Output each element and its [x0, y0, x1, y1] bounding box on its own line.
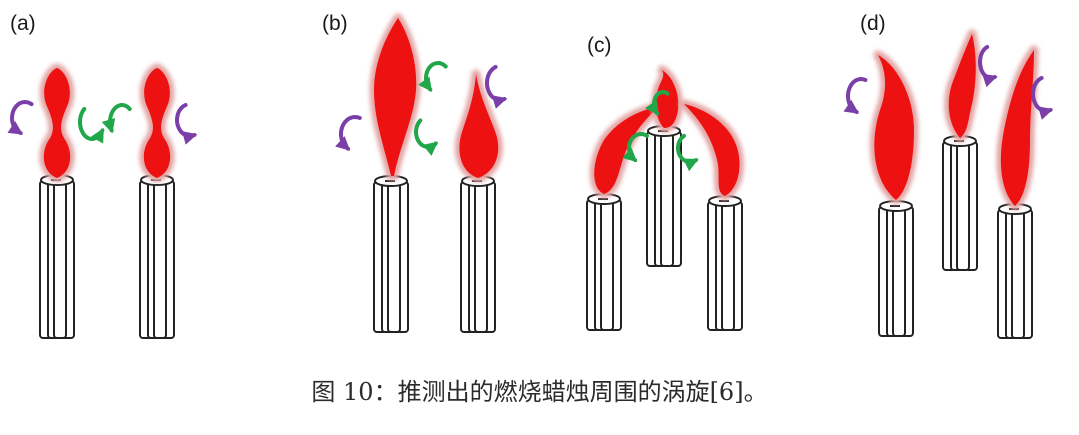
vortex-b-inner-upper	[418, 60, 448, 92]
vortex-c-inner-left	[622, 131, 649, 163]
flame-d-right	[996, 45, 1039, 211]
vortex-d-outer-left	[843, 76, 868, 114]
panel-label-b: (b)	[322, 12, 348, 35]
vortex-arrowhead	[982, 73, 998, 88]
vortex-c-inner-right	[675, 133, 699, 172]
candle-c-left	[586, 193, 622, 331]
flame-core	[143, 68, 171, 178]
flames-layer	[39, 13, 1039, 211]
candle-tube	[892, 208, 906, 337]
flame-core	[948, 34, 976, 138]
candle-d-center	[942, 135, 978, 271]
flame-core	[594, 106, 660, 194]
candle-b-right	[460, 175, 496, 333]
vortex-arrowhead	[422, 141, 439, 156]
vortex-diagram: (a) (b) (c) (d)	[7, 12, 1054, 339]
candle-tube	[600, 201, 614, 331]
flame-core	[43, 68, 71, 178]
candle-b-left	[373, 175, 409, 333]
candle-tube	[721, 203, 735, 331]
panel-label-a: (a)	[10, 12, 36, 35]
flame-core	[874, 55, 914, 200]
candle-tube	[53, 182, 67, 339]
vortex-arrowhead	[7, 121, 24, 135]
vortex-arc	[485, 65, 507, 103]
vortex-a-outer-right	[175, 103, 198, 145]
flame-a-left	[39, 63, 75, 183]
vortex-b-inner-lower	[414, 118, 439, 156]
flame-core	[459, 74, 499, 178]
vortex-b-outer-right	[485, 65, 508, 109]
vortex-arrowhead	[843, 99, 860, 114]
vortex-d-outer-center	[978, 45, 998, 88]
vortex-c-inner-top	[645, 89, 670, 116]
flame-d-left	[869, 50, 919, 205]
candle-c-right	[707, 195, 743, 331]
vortex-arrowhead	[101, 117, 116, 134]
candle-a-left	[39, 174, 75, 339]
candle-tube	[387, 183, 401, 333]
flame-a-right	[139, 63, 175, 183]
flame-b-left	[369, 13, 421, 181]
candles-layer	[39, 125, 1033, 339]
candle-tube	[474, 183, 488, 333]
vortex-arrowhead	[645, 100, 659, 116]
candle-tube	[1011, 211, 1025, 339]
flame-c-center	[651, 65, 683, 133]
vortex-a-outer-left	[7, 99, 34, 135]
flame-core	[684, 104, 740, 196]
flame-core	[655, 70, 679, 128]
vortex-arrowhead	[90, 127, 104, 144]
candle-d-right	[997, 203, 1033, 339]
candle-tube	[956, 143, 970, 271]
candle-tube	[153, 182, 167, 339]
vortex-arc	[978, 45, 997, 81]
vortex-arrowhead	[622, 147, 638, 163]
candle-a-right	[139, 174, 175, 339]
vortex-arrowhead	[418, 76, 433, 92]
vortex-arrowhead	[1037, 106, 1054, 120]
candle-d-left	[878, 200, 914, 337]
vortex-arrowhead	[335, 136, 351, 151]
panel-label-d: (d)	[860, 12, 886, 35]
candle-tube	[660, 133, 674, 267]
vortex-a-inner-right	[101, 102, 132, 134]
flame-c-right	[679, 99, 744, 201]
panel-label-c: (c)	[587, 34, 612, 57]
vortex-d-outer-right	[1031, 76, 1054, 120]
vortex-arrowhead	[181, 131, 198, 145]
flame-core	[374, 18, 417, 176]
vortex-arrowhead	[491, 95, 508, 109]
vortex-arrows-layer	[7, 45, 1054, 172]
vortex-arrowhead	[683, 158, 699, 172]
vortex-b-outer-left	[335, 114, 362, 151]
vortex-a-inner-left	[77, 107, 105, 144]
flame-b-right	[454, 69, 503, 183]
figure-caption: 图 10：推测出的燃烧蜡烛周围的涡旋[6]。	[311, 378, 768, 406]
flame-d-center	[944, 29, 981, 143]
candle-c-center	[646, 125, 682, 267]
flame-core	[1000, 50, 1034, 206]
vortex-arc	[175, 103, 197, 139]
